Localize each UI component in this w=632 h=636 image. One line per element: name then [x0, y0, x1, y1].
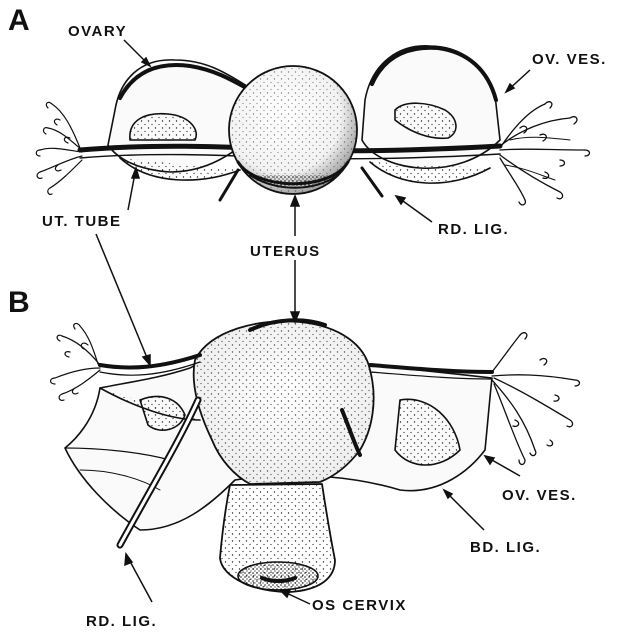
left-fimbriae-a — [36, 102, 82, 194]
right-fimbriae-a — [500, 102, 590, 205]
panel-a-label: A — [8, 4, 30, 37]
uterus-label: UTERUS — [250, 243, 321, 260]
os-cervix-label: OS CERVIX — [312, 597, 407, 614]
panel-a-figure — [36, 46, 589, 205]
ov-ves-label-a: OV. VES. — [532, 51, 607, 68]
ut-tube-label: UT. TUBE — [42, 213, 122, 230]
right-fimbriae-b — [492, 333, 580, 465]
ovary-label: OVARY — [68, 23, 127, 40]
round-ligament-right-a — [362, 168, 382, 196]
ov-ves-label-b: OV. VES. — [502, 487, 577, 504]
rd-lig-label-a: RD. LIG. — [438, 221, 509, 238]
os-cervix — [238, 562, 318, 590]
left-fimbriae-b — [51, 323, 101, 400]
rd-lig-label-b: RD. LIG. — [86, 613, 157, 630]
bd-lig-label: BD. LIG. — [470, 539, 541, 556]
panel-b-label: B — [8, 286, 30, 319]
